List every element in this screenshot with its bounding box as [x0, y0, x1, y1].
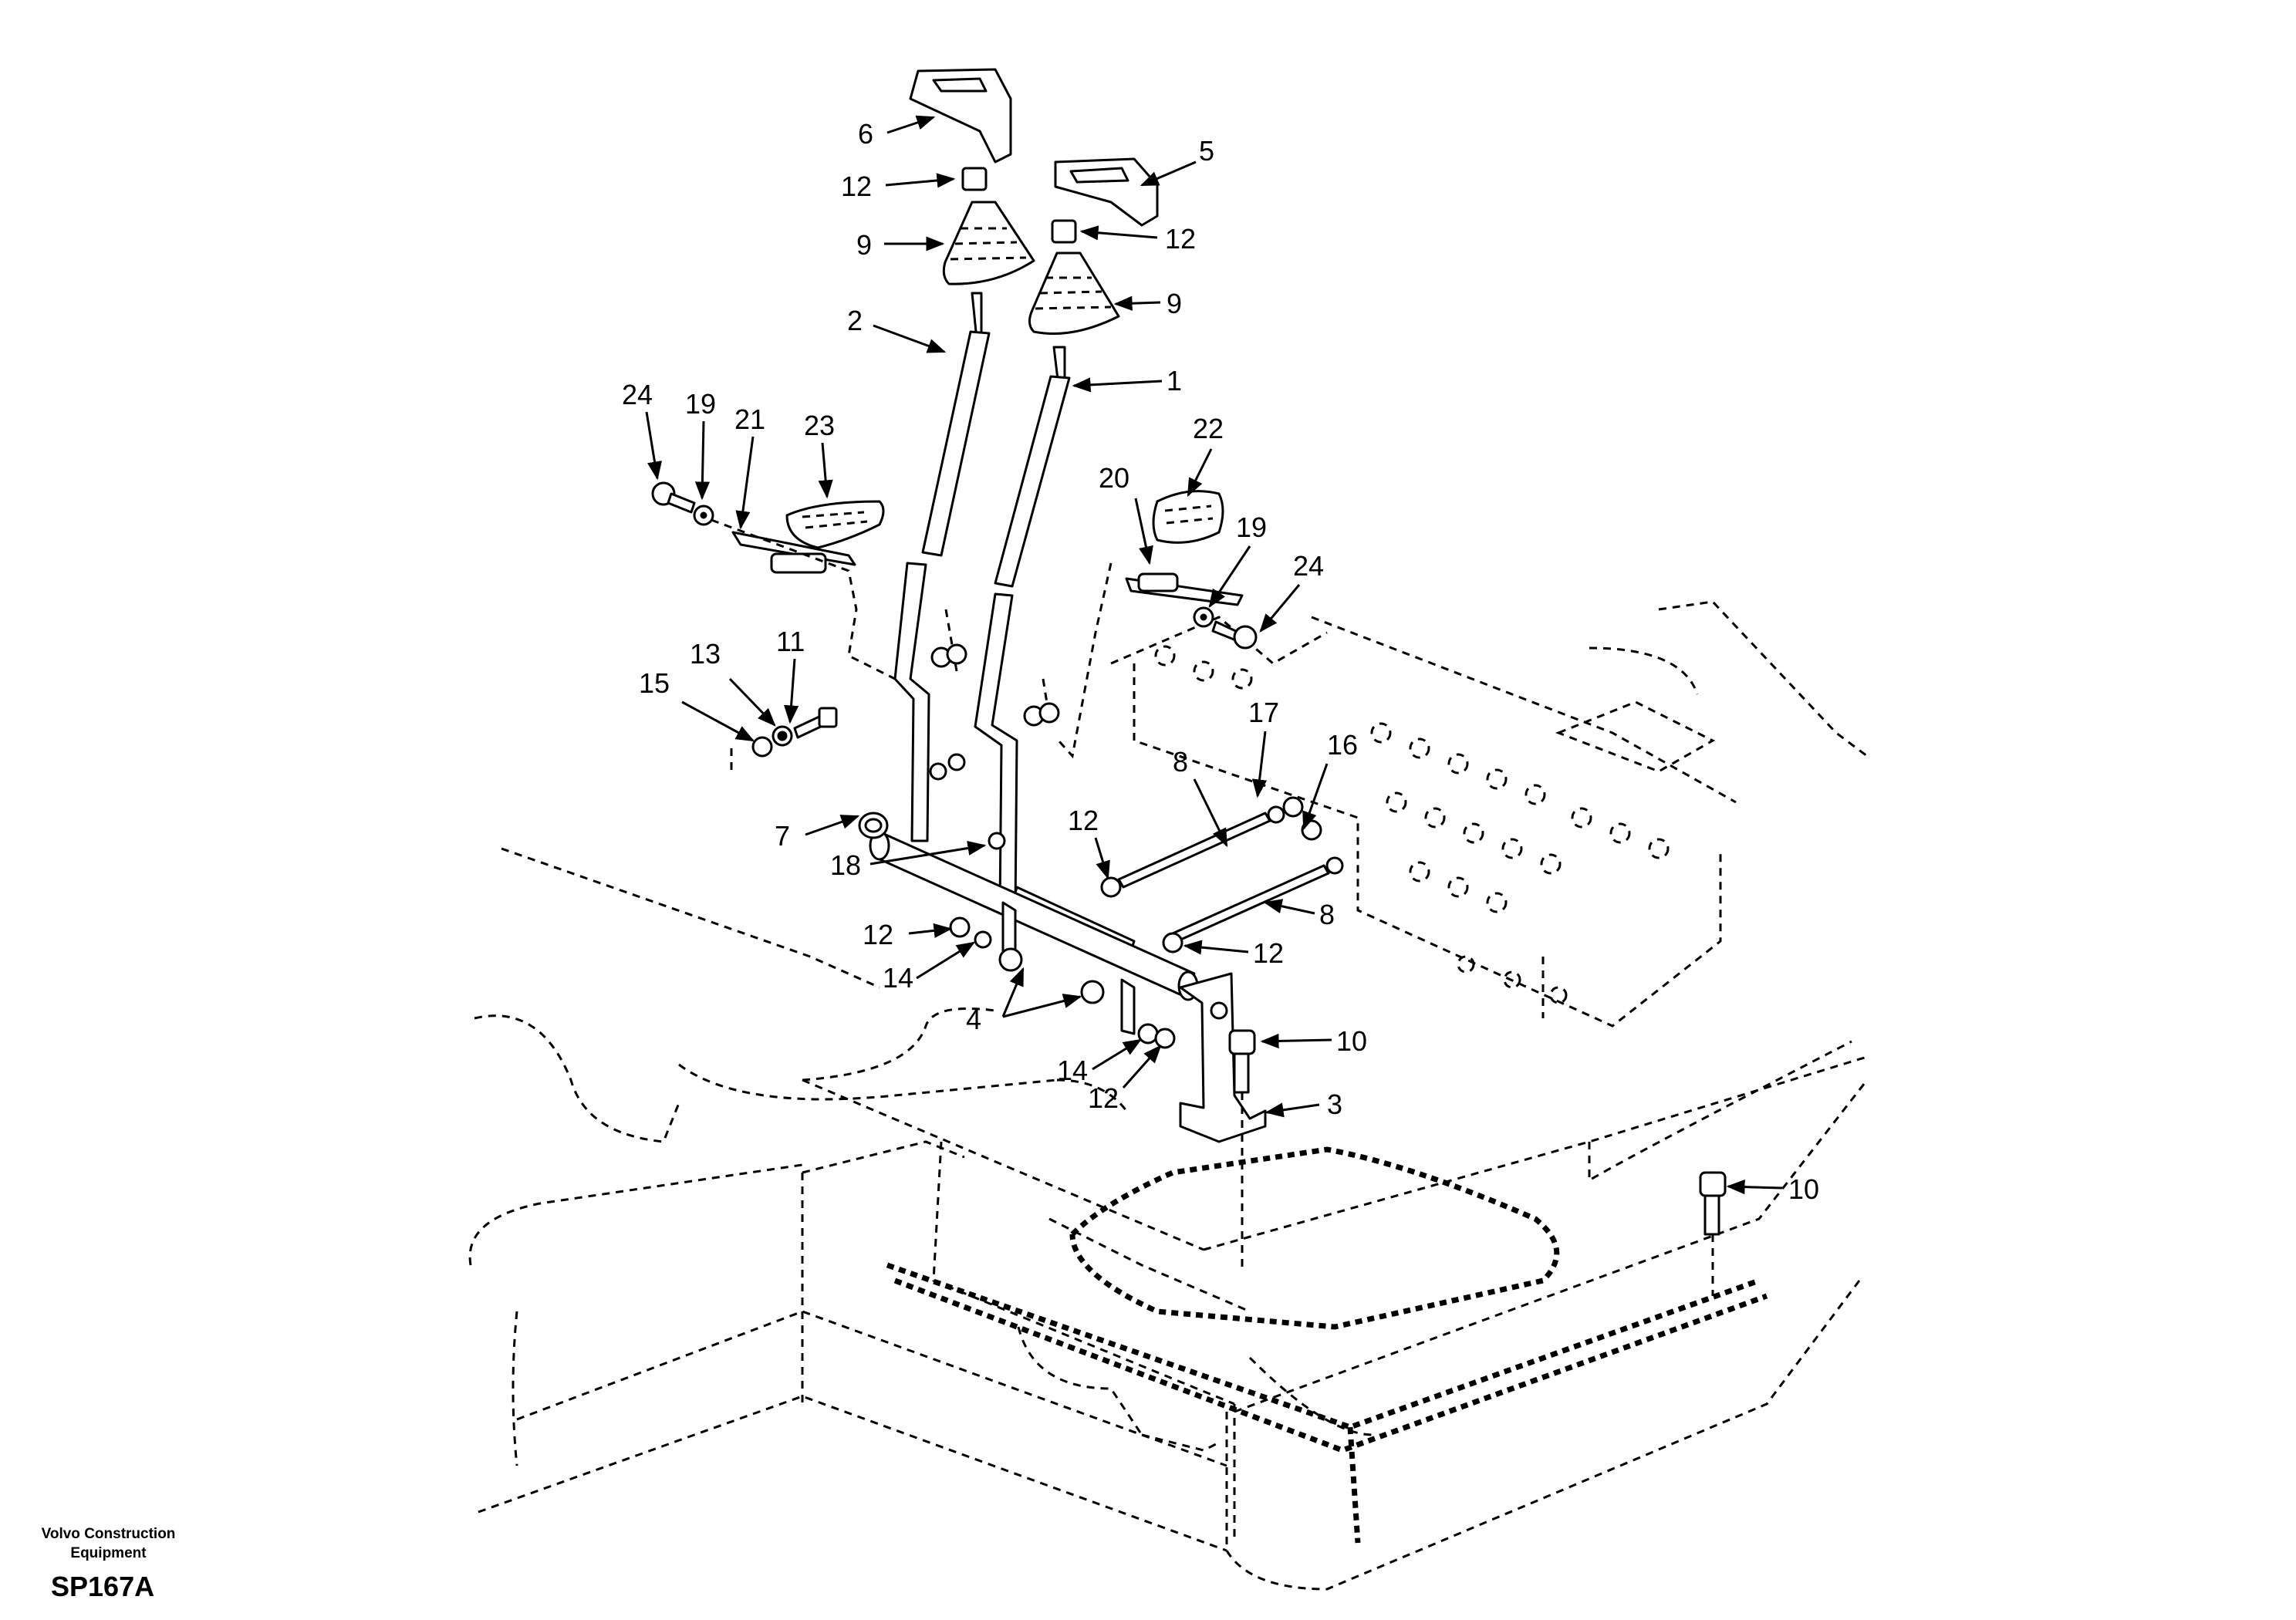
callout-labels: 6 5 12 12 9 9 2 1 24 19 21 23 22 20 19 2…: [622, 118, 1819, 1205]
washer-13: [772, 725, 793, 747]
callout-12: 12: [841, 170, 872, 202]
bolt-10-upper: [1228, 1029, 1256, 1094]
callout-19: 19: [685, 388, 716, 420]
callout-11: 11: [776, 626, 805, 657]
control-valve-outline: [1110, 600, 1868, 1028]
callout-21: 21: [734, 403, 765, 435]
callout-14: 14: [883, 962, 913, 994]
callout-22: 22: [1193, 413, 1224, 444]
company-name: Volvo Construction Equipment: [41, 1526, 176, 1561]
callout-1: 1: [1167, 365, 1182, 397]
callout-18: 18: [830, 849, 861, 881]
bolt-11: [793, 707, 838, 739]
rubber-boot-right: [1028, 251, 1120, 335]
callout-14: 14: [1057, 1055, 1088, 1086]
pin-18: [988, 832, 1006, 850]
callout-24: 24: [1293, 550, 1324, 582]
lever-1: [974, 346, 1136, 966]
callout-16: 16: [1327, 729, 1358, 761]
callout-10: 10: [1788, 1173, 1819, 1205]
control-rod-upper: [1117, 805, 1285, 889]
callout-2: 2: [847, 305, 863, 336]
callout-9: 9: [1167, 288, 1182, 319]
washer-19-left: [693, 505, 714, 526]
callout-10: 10: [1336, 1025, 1367, 1057]
drawing-code: SP167A: [51, 1571, 155, 1602]
lever-2: [893, 292, 991, 842]
washer-19-right: [1193, 606, 1214, 628]
control-rod-lower: [1171, 856, 1344, 943]
pedal-left: [785, 500, 885, 549]
callout-12: 12: [1068, 805, 1099, 836]
callout-17: 17: [1248, 697, 1279, 728]
callout-23: 23: [804, 410, 835, 441]
nut-15: [751, 736, 773, 758]
lever-grip-right: [1054, 157, 1159, 227]
pedal-right: [1152, 490, 1224, 544]
callout-20: 20: [1099, 462, 1129, 494]
bolt-10-lower: [1699, 1171, 1727, 1296]
cab-floor-outline: [468, 847, 1869, 1591]
callout-7: 7: [775, 820, 790, 852]
callout-3: 3: [1327, 1088, 1342, 1120]
pedal-bracket-right: [1125, 572, 1244, 606]
callout-12: 12: [1253, 937, 1284, 969]
callout-6: 6: [858, 118, 873, 150]
callout-19: 19: [1236, 511, 1267, 543]
nut-12-top-right: [1051, 219, 1077, 244]
rubber-boot-left: [942, 201, 1035, 285]
callout-15: 15: [639, 667, 670, 699]
rod-fittings: [949, 796, 1322, 1049]
callout-12: 12: [1165, 223, 1196, 255]
callout-12: 12: [863, 919, 893, 950]
callout-8: 8: [1319, 899, 1335, 930]
bolt-24-right: [1211, 620, 1258, 650]
callout-4: 4: [966, 1004, 981, 1035]
nut-12-top-left: [961, 167, 988, 191]
lever-mount-bolts: [929, 643, 1060, 781]
bolt-24-left: [651, 481, 696, 514]
o-ring-7: [858, 812, 889, 839]
callout-24: 24: [622, 379, 653, 410]
leader-arrows: [645, 115, 1783, 1195]
callout-5: 5: [1199, 135, 1214, 167]
lever-grip-left: [909, 68, 1012, 164]
callout-8: 8: [1173, 746, 1188, 778]
callout-12: 12: [1088, 1082, 1119, 1114]
callout-9: 9: [856, 229, 872, 261]
callout-13: 13: [690, 638, 721, 670]
